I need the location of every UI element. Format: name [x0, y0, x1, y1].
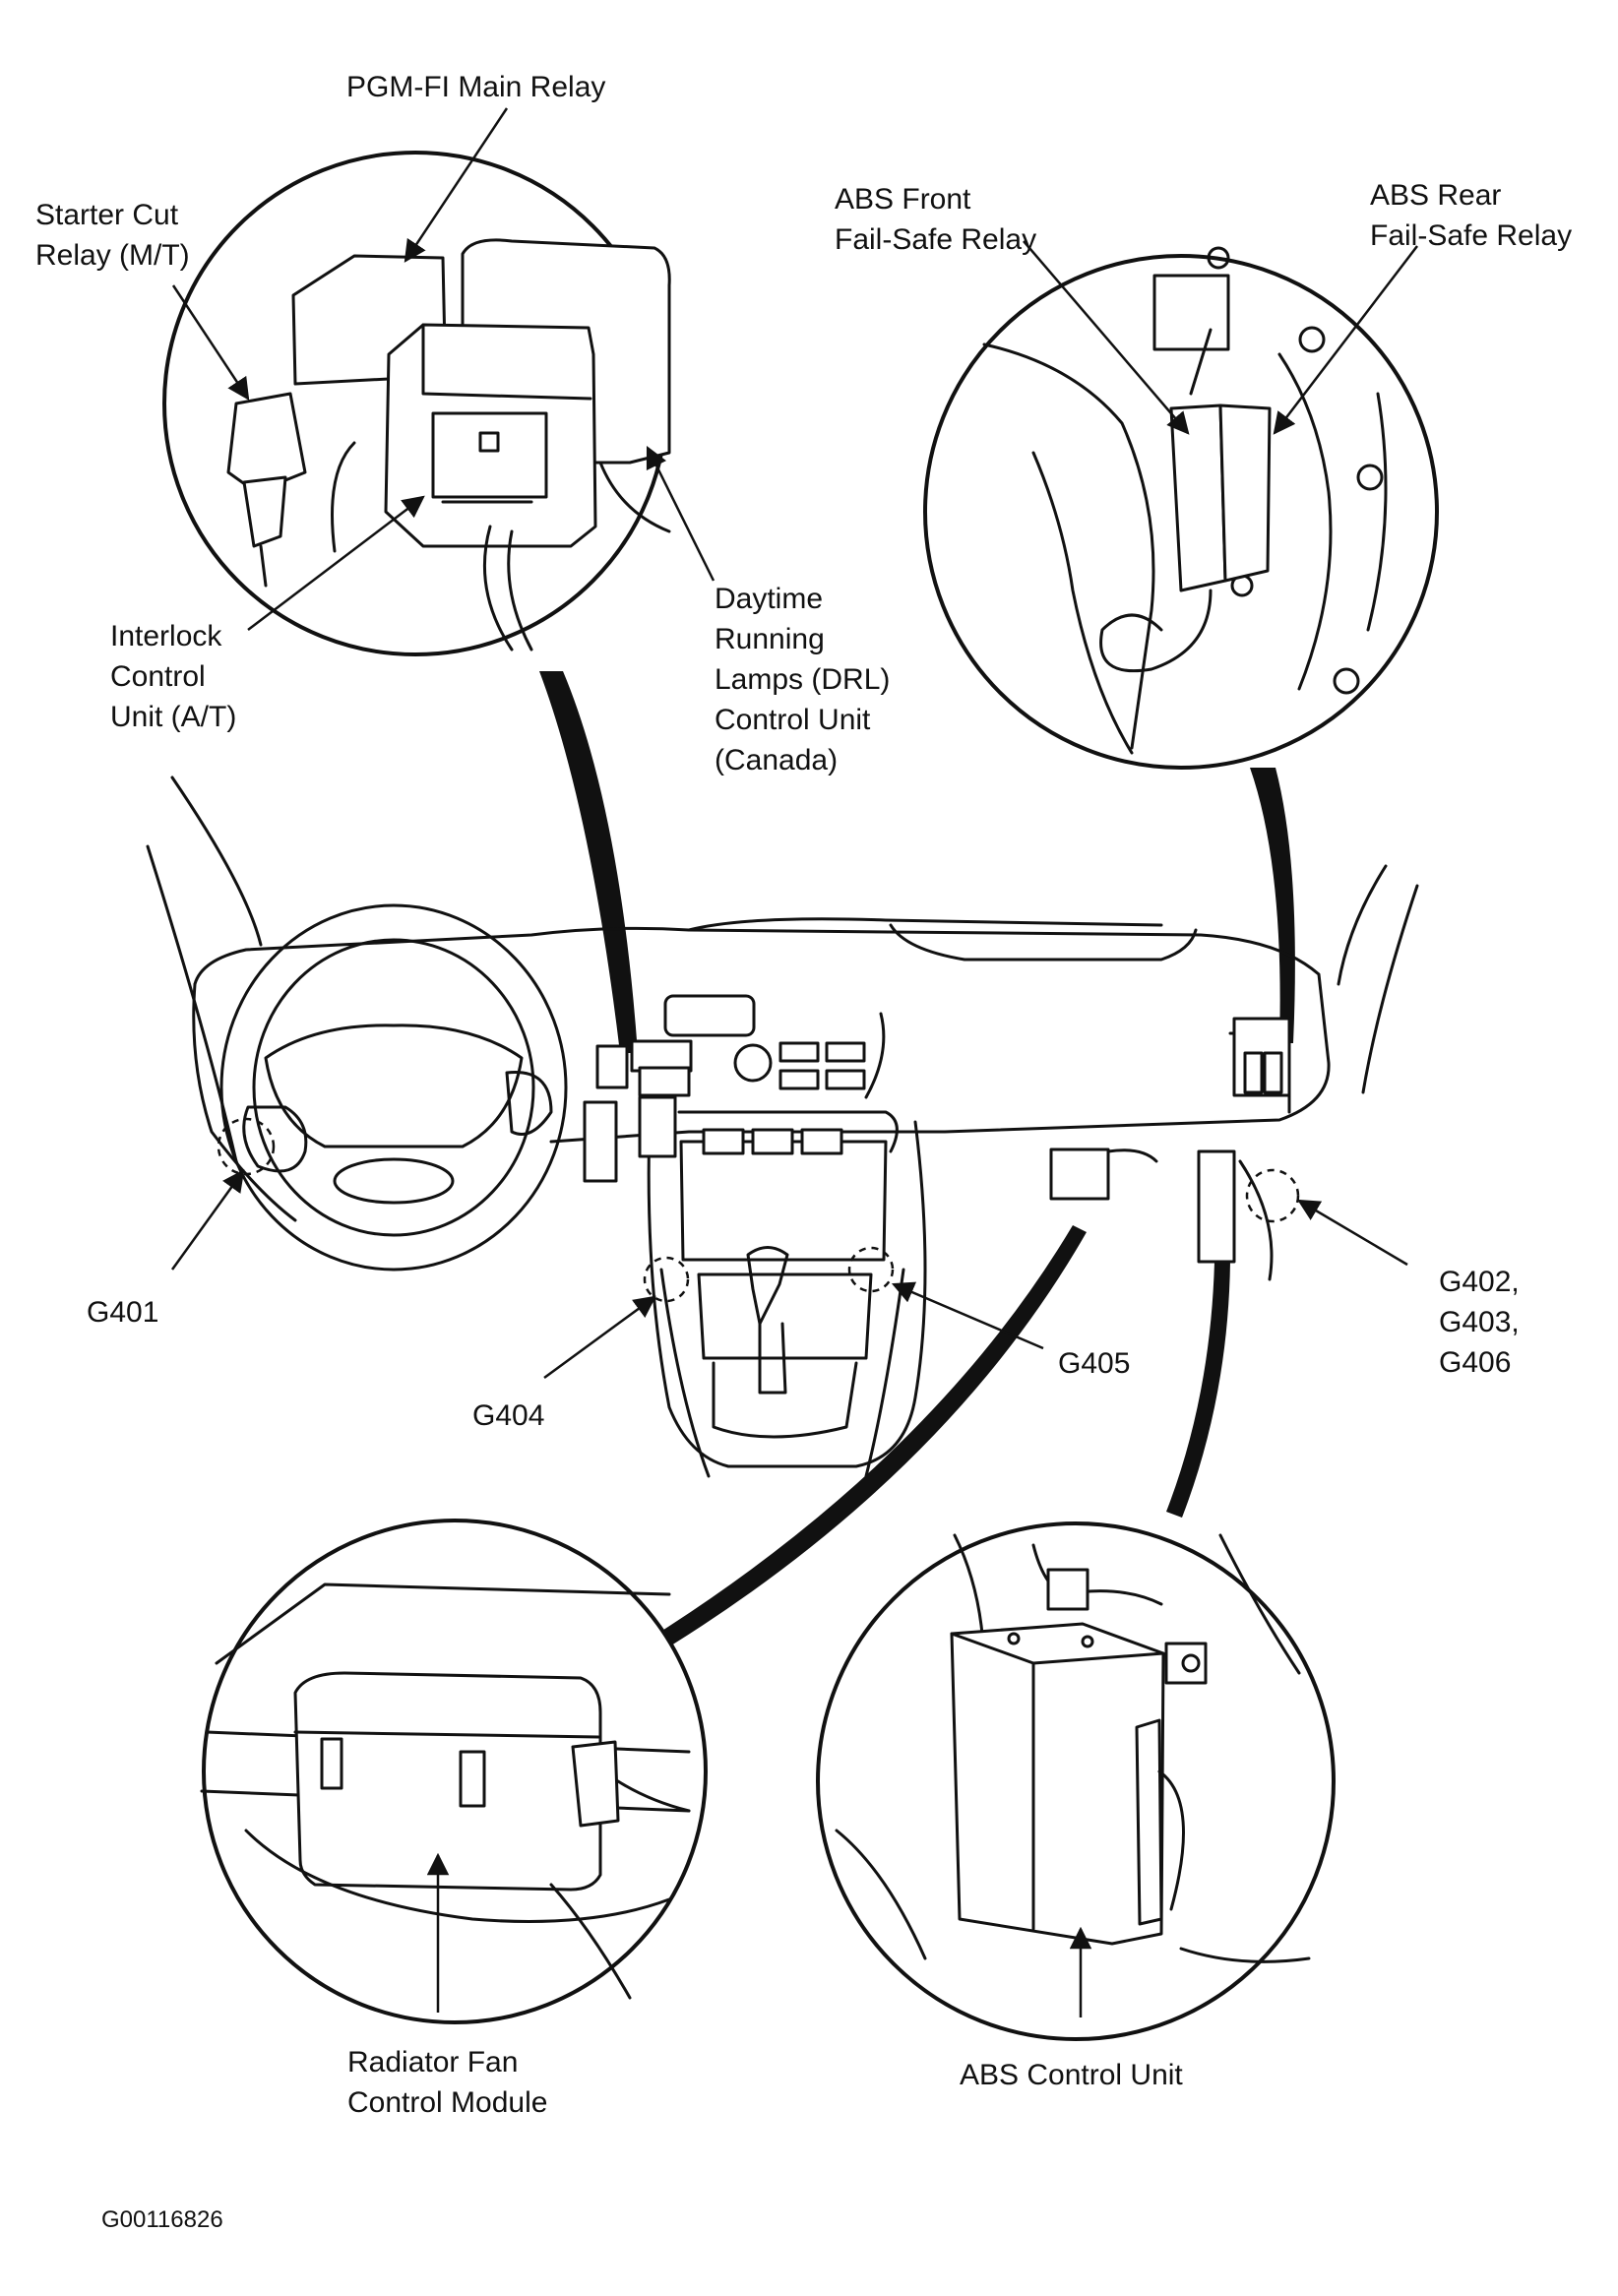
ground-marker-g402 [1245, 1168, 1300, 1223]
label-g404: G404 [472, 1399, 545, 1432]
arrow-g402 [1297, 1199, 1408, 1267]
label-radiator-fan-control-module: Radiator Fan Control Module [347, 2046, 548, 2119]
detail-circle-relays [162, 151, 671, 656]
ground-marker-g405 [847, 1246, 895, 1293]
arrow-g405 [891, 1281, 1044, 1350]
arrow-abs-rear-failsafe-relay [1273, 245, 1418, 435]
detail-circle-abs-relays [923, 246, 1439, 770]
arrow-g401 [170, 1169, 245, 1271]
detail-circle-abs-control-unit [816, 1521, 1336, 2041]
label-abs-rear-failsafe-relay: ABS Rear Fail-Safe Relay [1370, 179, 1573, 252]
leader-arrows [170, 107, 1418, 2017]
connector-band-top-left [539, 671, 638, 1053]
figure-id: G00116826 [101, 2206, 223, 2233]
arrow-pgm-fi-main-relay [404, 107, 509, 263]
label-abs-control-unit: ABS Control Unit [960, 2059, 1183, 2091]
ground-marker-g404 [643, 1256, 690, 1303]
arrow-interlock-control-unit [247, 495, 425, 631]
label-abs-front-failsafe-relay: ABS Front Fail-Safe Relay [835, 183, 1037, 256]
label-interlock-control-unit: Interlock Control Unit (A/T) [110, 620, 237, 733]
label-starter-cut-relay: Starter Cut Relay (M/T) [35, 199, 190, 272]
label-g405: G405 [1058, 1347, 1131, 1380]
label-pgm-fi-main-relay: PGM-FI Main Relay [346, 71, 606, 103]
arrow-abs-front-failsafe-relay [1023, 240, 1190, 435]
arrow-g404 [543, 1295, 656, 1380]
label-g402-g403-g406: G402, G403, G406 [1439, 1266, 1520, 1379]
label-g401: G401 [87, 1296, 159, 1329]
detail-circle-radiator-fan-module [200, 1519, 708, 2024]
ground-marker-g401 [217, 1117, 276, 1176]
dashboard-illustration [146, 776, 1419, 1478]
connector-band-bottom-right [1166, 1262, 1230, 1518]
connector-band-top-right [1250, 768, 1295, 1043]
label-drl-control-unit: Daytime Running Lamps (DRL) Control Unit… [715, 583, 891, 776]
arrow-drl-control-unit [646, 445, 716, 582]
arrow-starter-cut-relay [171, 284, 250, 401]
